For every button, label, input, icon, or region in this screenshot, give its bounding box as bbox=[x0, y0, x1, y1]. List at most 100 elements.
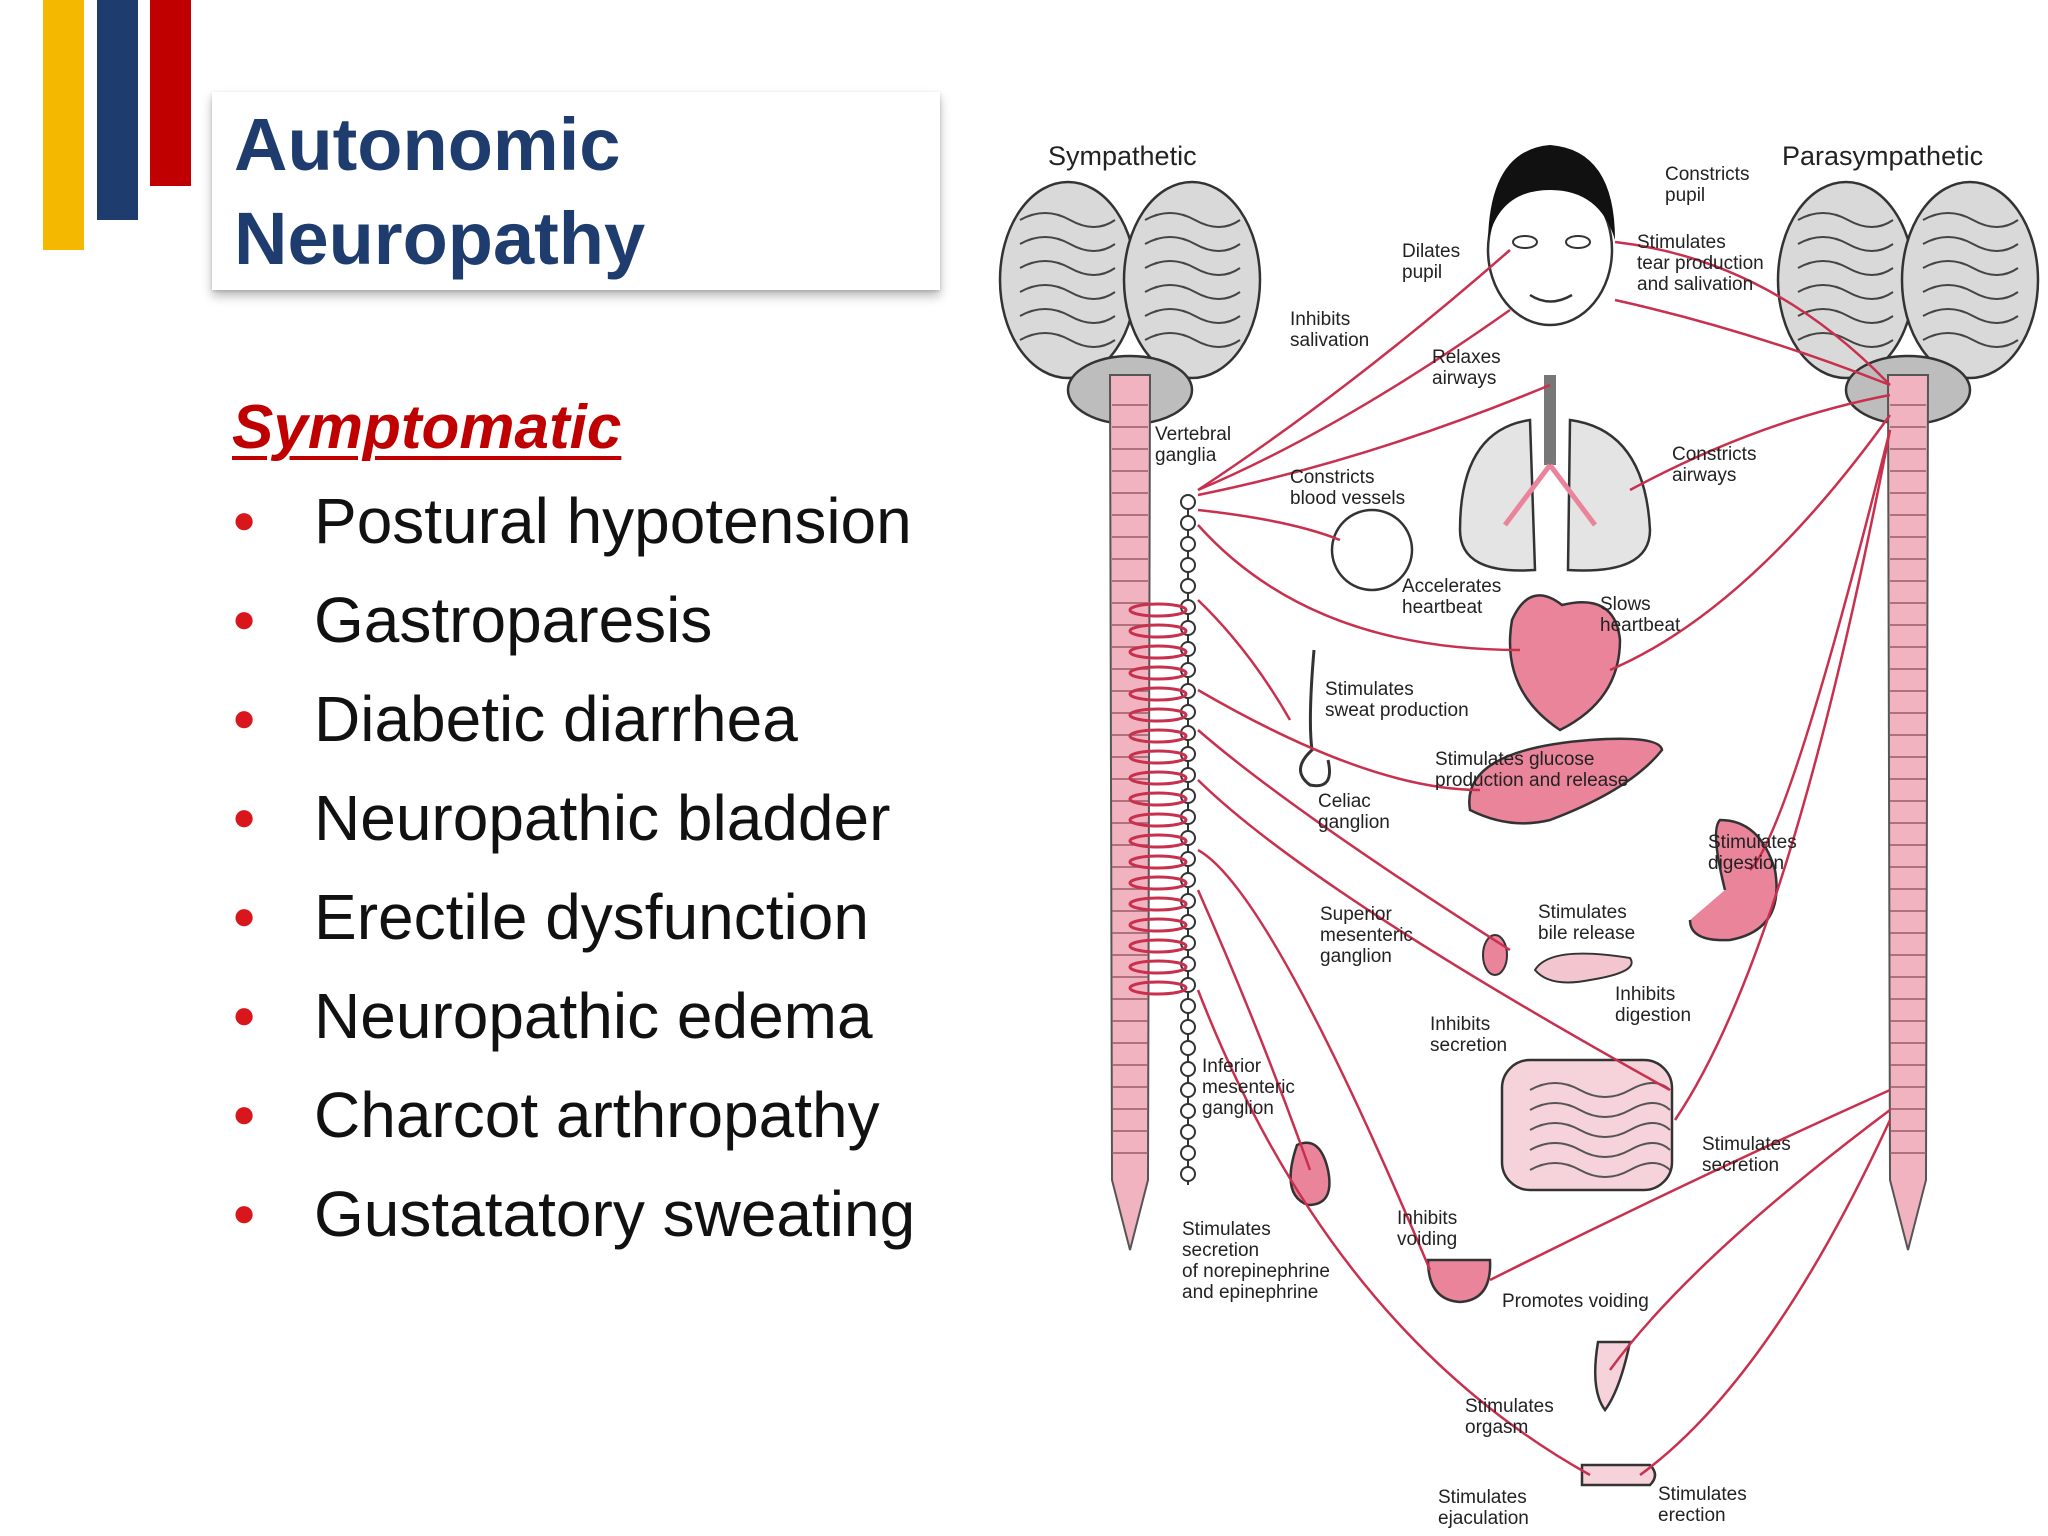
label-line: Vertebral bbox=[1155, 424, 1231, 445]
lung-left bbox=[1458, 418, 1537, 572]
sweat-gland-icon bbox=[1299, 649, 1331, 788]
brain-fold bbox=[1019, 236, 1116, 252]
ramus-loop bbox=[1128, 938, 1188, 954]
ganglion-node bbox=[1180, 1040, 1196, 1056]
label-line: Inhibits bbox=[1290, 309, 1350, 330]
brain-fold bbox=[1797, 332, 1894, 348]
nerve-pathway bbox=[1614, 240, 1891, 386]
ganglion-node bbox=[1180, 1166, 1196, 1182]
nerve-pathway bbox=[1673, 429, 1892, 1121]
uterus-icon bbox=[1593, 1340, 1632, 1413]
bullet-text: Diabetic diarrhea bbox=[314, 683, 798, 755]
nerve-pathway bbox=[1197, 308, 1511, 492]
label-line: sweat production bbox=[1325, 700, 1469, 721]
label-line: of norepinephrine bbox=[1182, 1261, 1330, 1282]
brain-fold bbox=[1922, 260, 2019, 276]
label-line: secretion bbox=[1182, 1240, 1259, 1261]
eye-right bbox=[1565, 235, 1591, 249]
label-line: Constricts bbox=[1672, 444, 1756, 465]
ramus-loop bbox=[1128, 602, 1188, 618]
brain-parasympathetic-icon bbox=[1776, 180, 2040, 426]
ramus-loop bbox=[1128, 644, 1188, 660]
label-line: ejaculation bbox=[1438, 1508, 1529, 1529]
label-line: Stimulates bbox=[1702, 1134, 1791, 1155]
label-line: mesenteric bbox=[1320, 925, 1413, 946]
ramus-loop bbox=[1128, 959, 1188, 975]
brain-fold bbox=[1144, 236, 1241, 252]
brain-fold bbox=[1144, 308, 1241, 324]
ramus-loop bbox=[1128, 707, 1188, 723]
promotes-voiding-label: Promotes voiding bbox=[1502, 1291, 1649, 1312]
ganglion-node bbox=[1180, 1103, 1196, 1119]
label-line: Dilates bbox=[1402, 241, 1460, 262]
slide-title-line-1: Autonomic bbox=[234, 103, 621, 186]
label-line: digestion bbox=[1708, 853, 1784, 874]
label-line: Constricts bbox=[1665, 164, 1749, 185]
label-line: heartbeat bbox=[1600, 615, 1681, 636]
label-line: ganglion bbox=[1318, 812, 1390, 833]
brain-fold bbox=[1144, 332, 1241, 348]
label-line: Inhibits bbox=[1615, 984, 1675, 1005]
spinal-cord-parasympathetic bbox=[1886, 374, 1930, 1251]
head-face-icon bbox=[1486, 145, 1615, 327]
brain-hemisphere-left bbox=[998, 180, 1138, 380]
subheading-symptomatic: Symptomatic bbox=[232, 393, 622, 462]
brain-fold bbox=[1019, 308, 1116, 324]
label-line: erection bbox=[1658, 1505, 1726, 1526]
ganglion-node bbox=[1180, 515, 1196, 531]
brain-fold bbox=[1019, 284, 1116, 300]
slide-title-line-2: Neuropathy bbox=[234, 197, 646, 280]
label-line: blood vessels bbox=[1290, 488, 1405, 509]
nerve-pathway bbox=[1197, 599, 1292, 721]
ganglion-node bbox=[1180, 998, 1196, 1014]
bullet-text: Neuropathic edema bbox=[314, 980, 873, 1052]
label-line: heartbeat bbox=[1402, 597, 1483, 618]
label-line: secretion bbox=[1430, 1035, 1507, 1056]
nerve-pathway bbox=[1197, 688, 1481, 792]
nerve-pathway bbox=[1197, 508, 1341, 542]
eye-left bbox=[1512, 235, 1538, 249]
label-line: Stimulates bbox=[1182, 1219, 1271, 1240]
brain-sympathetic-icon bbox=[998, 180, 1262, 426]
brain-hemisphere-left bbox=[1776, 180, 1916, 380]
label-line: Celiac bbox=[1318, 791, 1371, 812]
label-line: digestion bbox=[1615, 1005, 1691, 1026]
brain-fold bbox=[1922, 332, 2019, 348]
label-line: and salivation bbox=[1637, 274, 1753, 295]
vertebral-ganglia-chain bbox=[1128, 494, 1196, 1185]
spinal-cord-body bbox=[1886, 374, 1930, 1251]
lungs-icon bbox=[1458, 375, 1652, 572]
title-box: Autonomic Neuropathy bbox=[212, 92, 940, 290]
label-line: Stimulates bbox=[1438, 1487, 1527, 1508]
ganglion-node bbox=[1180, 578, 1196, 594]
small-intestine-coil bbox=[1529, 1162, 1671, 1178]
label-line: salivation bbox=[1290, 330, 1369, 351]
brain-fold bbox=[1797, 308, 1894, 324]
label-line: and epinephrine bbox=[1182, 1282, 1318, 1303]
brain-hemisphere-right bbox=[1122, 180, 1262, 380]
nerve-pathway bbox=[1629, 393, 1891, 492]
label-line: Stimulates glucose bbox=[1435, 749, 1594, 770]
small-intestine-coil bbox=[1529, 1122, 1671, 1138]
label-line: Inferior bbox=[1202, 1056, 1262, 1077]
brain-fold bbox=[1922, 284, 2019, 300]
label-line: airways bbox=[1672, 465, 1736, 486]
nerve-pathway bbox=[1639, 1119, 1892, 1477]
brain-fold bbox=[1019, 260, 1116, 276]
label-line: ganglia bbox=[1155, 445, 1217, 466]
